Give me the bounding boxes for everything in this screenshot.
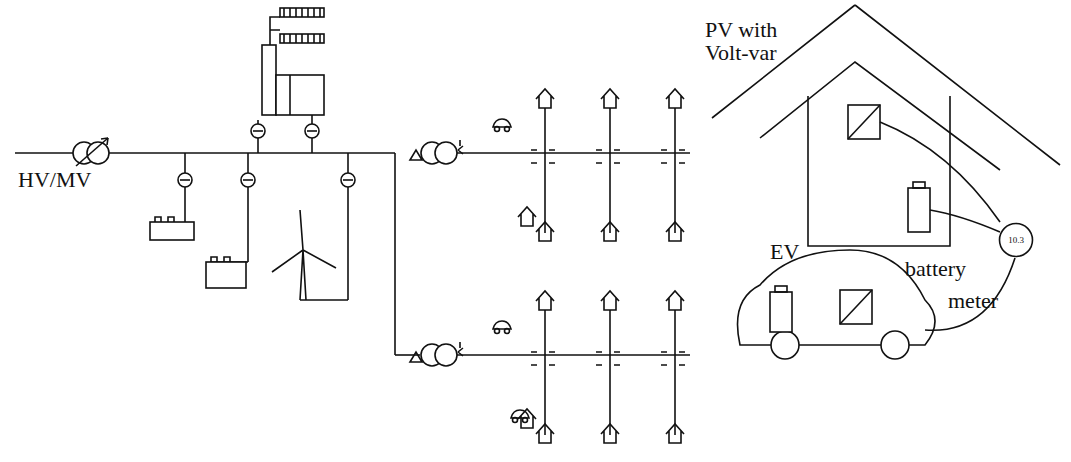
pv-label: PV with Volt-var bbox=[705, 18, 805, 64]
meter-dial: 10.3 bbox=[998, 222, 1034, 258]
meter-label: meter bbox=[948, 289, 998, 312]
meter-reading: 10.3 bbox=[1008, 235, 1024, 245]
ev-label: EV bbox=[770, 240, 799, 263]
battery-label: battery bbox=[905, 257, 966, 280]
voltage-label: HV/MV bbox=[18, 168, 91, 191]
